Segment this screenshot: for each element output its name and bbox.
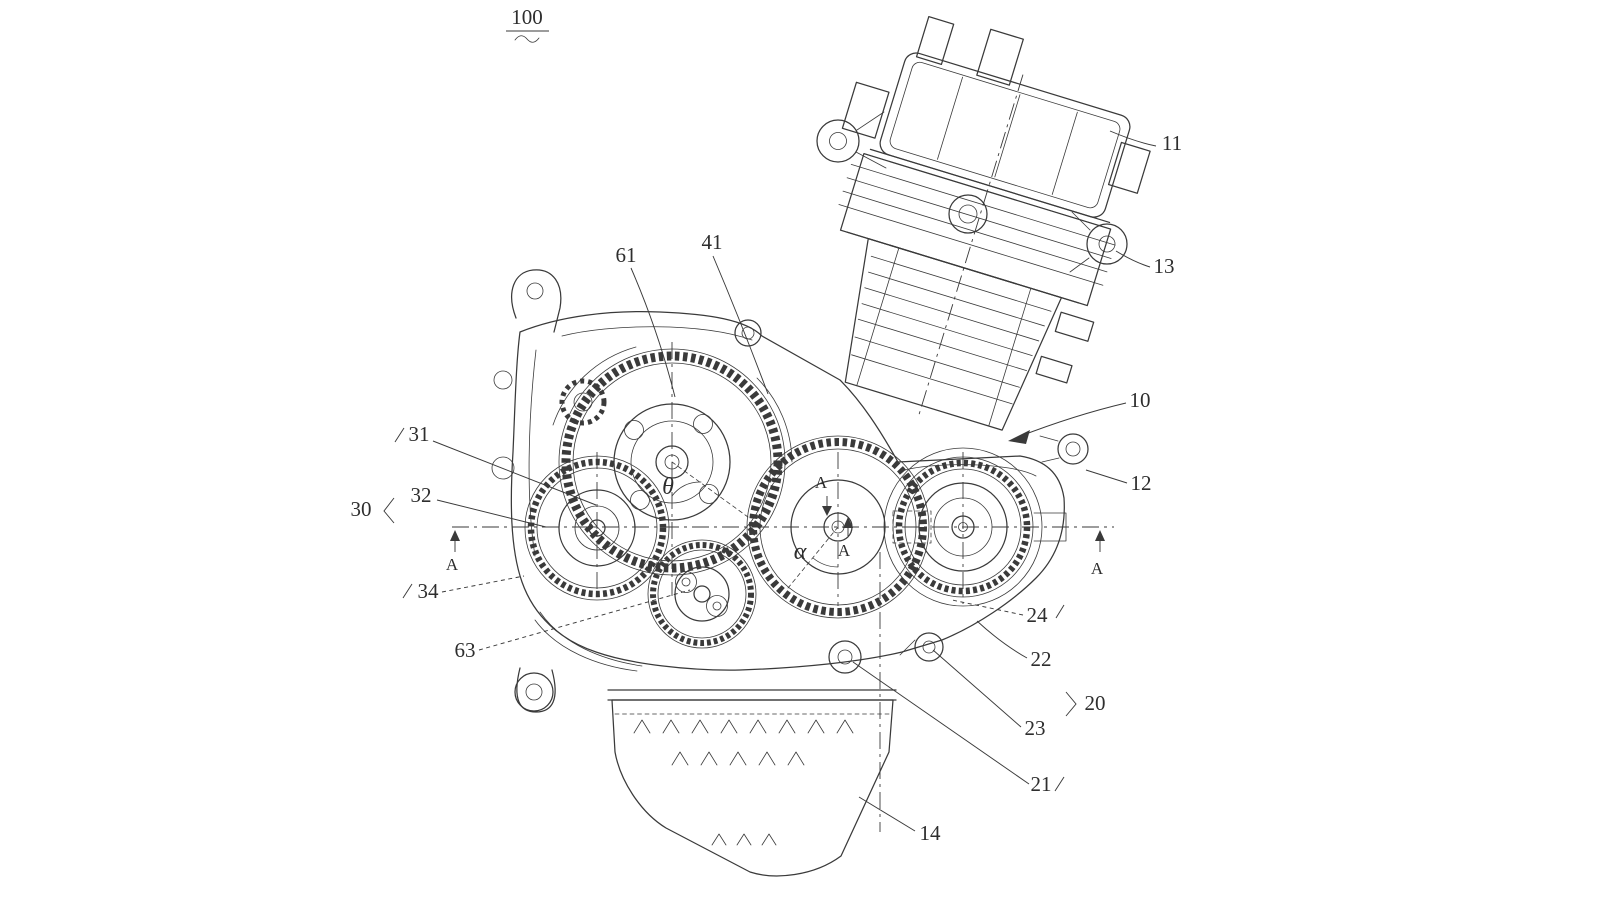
angle-theta-label: θ — [662, 474, 674, 500]
engine-drawing: A A A A — [383, 15, 1157, 877]
ref-label-63: 63 — [455, 638, 476, 662]
angle-annotations — [671, 461, 839, 589]
ref-label-14: 14 — [920, 821, 942, 845]
section-marker-label: A — [838, 541, 851, 560]
ref-label-61: 61 — [616, 243, 637, 267]
section-marker-label: A — [815, 473, 828, 492]
ref-label-41: 41 — [702, 230, 723, 254]
arrowhead-10 — [1008, 430, 1030, 444]
ref-label-24: 24 — [1027, 603, 1049, 627]
ref-label-11: 11 — [1162, 131, 1182, 155]
ref-label-23: 23 — [1025, 716, 1046, 740]
crankcase — [491, 269, 1089, 672]
cylinder-head-assembly — [838, 15, 1151, 431]
ref-label-100: 100 — [511, 5, 543, 29]
figure-number-underline — [506, 30, 549, 43]
gear-small-63 — [647, 539, 757, 649]
ref-label-10: 10 — [1130, 388, 1151, 412]
leader-lines — [383, 130, 1157, 832]
mount-bosses — [816, 111, 1128, 273]
section-marker-label: A — [446, 555, 459, 574]
ref-label-21: 21 — [1031, 772, 1052, 796]
ref-label-31: 31 — [409, 422, 430, 446]
ref-label-30: 30 — [351, 497, 372, 521]
section-markers: A A A A — [446, 473, 1105, 578]
angle-alpha-label: α — [794, 539, 807, 565]
ref-label-22: 22 — [1031, 647, 1052, 671]
section-marker-label: A — [1091, 559, 1104, 578]
centerlines — [452, 342, 1114, 832]
ref-label-34: 34 — [418, 579, 440, 603]
ref-label-12: 12 — [1131, 471, 1152, 495]
ref-label-20: 20 — [1085, 691, 1106, 715]
oil-pan — [611, 699, 894, 877]
ref-label-32: 32 — [411, 483, 432, 507]
reference-labels: 100 61 41 11 13 10 12 31 30 32 34 63 24 … — [351, 5, 1183, 845]
ref-label-13: 13 — [1154, 254, 1175, 278]
